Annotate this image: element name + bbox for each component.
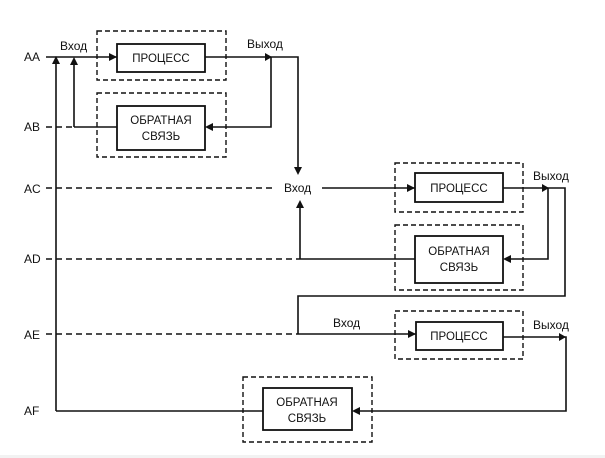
stage1-output-label: Выход <box>247 37 283 51</box>
stage2-output-label: Выход <box>533 169 569 183</box>
stage1-feedback-text-2: СВЯЗЬ <box>142 131 180 143</box>
stage3-feedback-group <box>242 376 373 443</box>
stage3-process-text: ПРОЦЕСС <box>430 331 487 343</box>
stage1-feedback-block <box>116 105 206 151</box>
arrow-left-icon <box>352 407 360 415</box>
stage3-output-line <box>359 336 567 412</box>
stage2-output-to-feedback <box>510 188 549 260</box>
stage3-feedback-text-2: СВЯЗЬ <box>288 413 326 425</box>
stage2-feedback-block <box>414 235 504 284</box>
arrow-down-icon <box>294 167 302 175</box>
stage3-feedback-text-1: ОБРАТНАЯ <box>276 397 337 409</box>
arrow-left-icon <box>503 255 511 263</box>
stage1-output-line <box>205 56 299 167</box>
level-label-ad: AD <box>24 252 41 266</box>
arrow-up-icon <box>52 56 60 64</box>
stage3-process-block <box>415 321 504 351</box>
stage1-process-group <box>96 30 227 81</box>
stage1-output-to-feedback <box>212 57 272 128</box>
level-label-ac: AC <box>24 182 41 196</box>
level-label-aa: AA <box>24 50 40 64</box>
stage1-process-block <box>116 43 206 73</box>
stage2-process-block <box>414 172 504 203</box>
stage2-feedback-group <box>394 224 524 291</box>
arrow-left-icon <box>205 123 213 131</box>
arrow-up-icon <box>70 57 78 65</box>
stage1-input-label: Вход <box>60 39 87 53</box>
stage1-process-text: ПРОЦЕСС <box>132 53 189 65</box>
stage3-feedback-block <box>262 387 353 431</box>
arrow-right-icon <box>407 184 415 192</box>
stage2-feedback-text-1: ОБРАТНАЯ <box>428 246 489 258</box>
stage3-output-label: Выход <box>533 318 569 332</box>
arrow-right-icon <box>265 53 272 61</box>
arrow-right-icon <box>559 333 566 341</box>
level-label-af: AF <box>24 404 39 418</box>
stage2-process-text: ПРОЦЕСС <box>430 183 487 195</box>
stage1-feedback-text-1: ОБРАТНАЯ <box>130 115 191 127</box>
arrow-right-icon <box>109 53 117 61</box>
level-label-ab: AB <box>24 120 40 134</box>
arrow-up-icon <box>296 200 304 208</box>
stage2-feedback-text-2: СВЯЗЬ <box>440 262 478 274</box>
footer-strip <box>0 455 605 458</box>
stage1-feedback-group <box>96 92 227 158</box>
stage3-process-group <box>394 310 524 360</box>
arrow-right-icon <box>408 330 416 338</box>
stage2-input-label: Вход <box>284 181 311 195</box>
level-label-ae: AE <box>24 328 40 342</box>
stage3-input-label: Вход <box>333 316 360 330</box>
arrow-right-icon <box>542 184 549 192</box>
